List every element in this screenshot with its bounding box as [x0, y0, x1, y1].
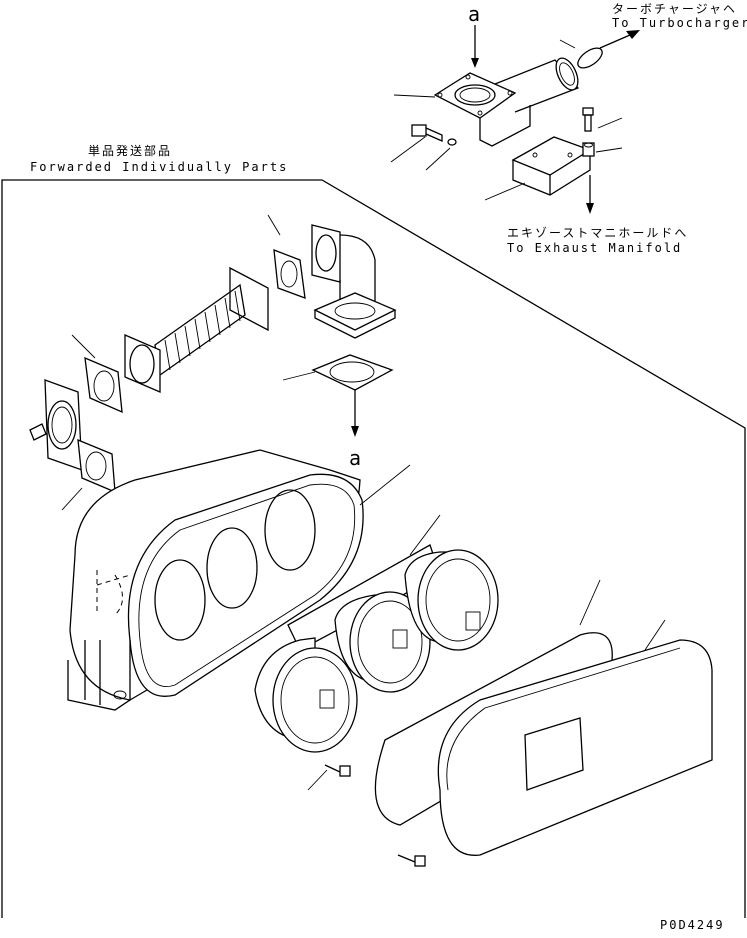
view-a-arrow-top [471, 58, 479, 68]
resonator-bolt [324, 764, 351, 777]
gasket-lower [311, 354, 394, 391]
top-bolt-right [582, 107, 595, 157]
bellows-pipe [124, 266, 269, 393]
mounting-bracket [511, 136, 592, 196]
gasket-elbow [273, 249, 306, 299]
view-a-arrow-mid [351, 426, 359, 437]
turbo-elbow-assembly [433, 47, 603, 147]
muffler-housing [67, 449, 364, 711]
forwarded-label-jp: 単品発送部品 [88, 144, 173, 158]
housing-gasket [374, 632, 613, 826]
elbow-pipe [311, 224, 397, 339]
cover-bolt [397, 854, 426, 867]
exhaust-label-en: To Exhaust Manifold [507, 241, 683, 255]
gasket-inlet [77, 438, 116, 494]
forwarded-parts-boundary [1, 179, 746, 918]
view-a-label-top: a [468, 2, 481, 26]
to-turbo-arrow [626, 30, 640, 39]
resonator-cylinders [254, 544, 499, 753]
inlet-flange [29, 379, 83, 471]
drawing-number: P0D4249 [660, 918, 725, 932]
housing-cover [437, 639, 713, 856]
to-exhaust-arrow [586, 203, 594, 214]
top-bolt-left [411, 124, 457, 146]
view-a-label-mid: a [349, 446, 362, 470]
exhaust-label-jp: エキゾーストマニホールドへ [507, 226, 689, 240]
turbo-label-en: To Turbocharger [612, 16, 747, 30]
turbo-label-jp: ターボチャージャヘ [612, 2, 738, 16]
forwarded-label-en: Forwarded Individually Parts [30, 160, 289, 174]
gasket-bellows [84, 356, 123, 414]
